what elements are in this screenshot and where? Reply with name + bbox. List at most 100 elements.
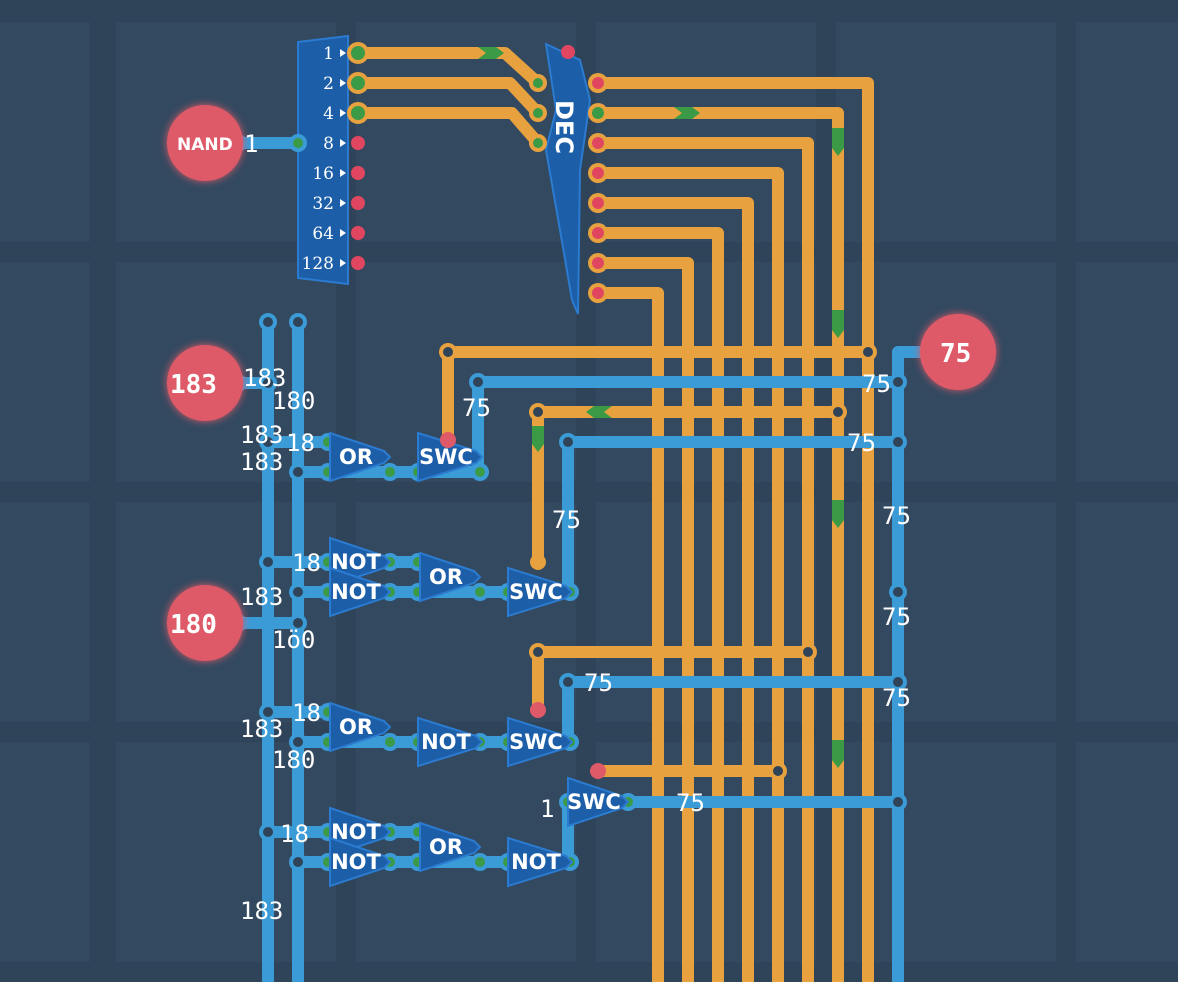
wire-label-183: 183 xyxy=(240,421,283,449)
gate-label: SWC xyxy=(509,580,563,604)
wire-label-75: 75 xyxy=(676,789,705,817)
wire-dec-out5[interactable] xyxy=(598,227,724,982)
gate-body[interactable] xyxy=(417,716,484,768)
decoder-output-core xyxy=(592,167,604,179)
wire-swc2-out[interactable] xyxy=(562,436,898,592)
input-180-body[interactable] xyxy=(167,585,243,661)
splitter-output-pin[interactable] xyxy=(347,42,369,64)
wire-value-labels: 183 180 183 183 18 75 75 75 75 75 18 183… xyxy=(240,364,911,925)
flow-marker xyxy=(832,500,844,528)
node-hole xyxy=(893,377,903,387)
nand-input[interactable] xyxy=(167,105,243,181)
io-layer: NAND 1 183 180 75 xyxy=(167,105,996,661)
flow-marker xyxy=(832,740,844,768)
splitter-output-pin[interactable] xyxy=(347,102,369,124)
wire-swc3-out[interactable] xyxy=(562,676,898,742)
flow-marker xyxy=(674,107,700,119)
decoder-output-core xyxy=(592,257,604,269)
logic-gate-not[interactable]: NOT xyxy=(329,566,392,618)
nand-input-body[interactable] xyxy=(167,105,243,181)
wire-dec-out0[interactable] xyxy=(598,77,874,982)
output-75-body[interactable] xyxy=(920,314,996,390)
pin-arrow-icon xyxy=(340,229,346,237)
gate-label: NOT xyxy=(331,820,381,844)
swc-control-pin[interactable] xyxy=(530,702,546,718)
wire-bit4[interactable] xyxy=(358,107,543,147)
gate-pin-core xyxy=(475,587,485,597)
gate-body[interactable] xyxy=(507,566,574,618)
logic-gate-or[interactable]: OR xyxy=(329,431,392,483)
logic-gate-swc[interactable]: SWC xyxy=(507,716,574,768)
byte-splitter-body[interactable] xyxy=(297,34,349,286)
gate-pin-core xyxy=(533,138,543,148)
wire-dec-out4[interactable] xyxy=(598,197,754,982)
logic-gate-not[interactable]: NOT xyxy=(329,836,392,888)
gate-body[interactable] xyxy=(507,836,574,888)
node-hole xyxy=(893,797,903,807)
gates-layer: OR SWC NOT NOT OR SWC OR NOT SWC SWC NOT NOT OR NOT xyxy=(329,431,630,888)
gate-label: NOT xyxy=(331,550,381,574)
gate-label: NOT xyxy=(331,580,381,604)
wire-label-75: 75 xyxy=(462,394,491,422)
splitter-output-pin[interactable] xyxy=(351,166,365,180)
node-hole xyxy=(293,587,303,597)
logic-gate-or[interactable]: OR xyxy=(419,821,482,873)
swc-control-pin[interactable] xyxy=(530,554,546,570)
gate-body[interactable] xyxy=(329,836,392,888)
wire-label-183: 183 xyxy=(240,448,283,476)
logic-gate-swc[interactable]: SWC xyxy=(567,776,630,828)
wire-bit2[interactable] xyxy=(358,77,543,118)
gate-body[interactable] xyxy=(567,776,630,828)
wire-label-75: 75 xyxy=(882,502,911,530)
flow-marker xyxy=(832,310,844,338)
gate-pin-core xyxy=(385,737,395,747)
splitter-output-pin[interactable] xyxy=(351,136,365,150)
gate-body[interactable] xyxy=(419,821,482,873)
logic-gate-or[interactable]: OR xyxy=(329,701,392,753)
gate-body[interactable] xyxy=(329,701,392,753)
gate-body[interactable] xyxy=(507,716,574,768)
splitter-output-pin[interactable] xyxy=(347,72,369,94)
logic-gate-swc[interactable]: SWC xyxy=(507,566,574,618)
wire-dec-out6[interactable] xyxy=(598,257,694,982)
logic-gate-not[interactable]: NOT xyxy=(417,716,484,768)
wire-dec-out1[interactable] xyxy=(598,107,844,982)
logic-gate-or[interactable]: OR xyxy=(419,551,482,603)
decoder-enable-pin[interactable] xyxy=(561,45,575,59)
decoder-body[interactable] xyxy=(544,42,592,315)
logic-gate-swc[interactable]: SWC xyxy=(417,431,484,483)
swc-control-pin[interactable] xyxy=(440,432,456,448)
gate-body[interactable] xyxy=(329,431,392,483)
gate-body[interactable] xyxy=(417,431,484,483)
wire-dec-out3[interactable] xyxy=(598,167,784,982)
splitter-output-pin[interactable] xyxy=(351,196,365,210)
splitter-pin-label: 32 xyxy=(312,194,334,214)
gate-label: NOT xyxy=(331,850,381,874)
flow-marker xyxy=(532,426,544,452)
wire-label-75: 75 xyxy=(882,603,911,631)
decoder[interactable]: DEC xyxy=(544,42,592,315)
input-183-body[interactable] xyxy=(167,345,243,421)
node-hole xyxy=(863,347,873,357)
pin-arrow-icon xyxy=(340,139,346,147)
wire-out-bus[interactable] xyxy=(892,346,928,982)
wire-dec-out2[interactable] xyxy=(598,137,814,982)
swc-control-pin[interactable] xyxy=(590,763,606,779)
input-183[interactable] xyxy=(167,345,243,421)
splitter-output-pin[interactable] xyxy=(351,256,365,270)
splitter-output-pin[interactable] xyxy=(351,226,365,240)
input-180[interactable] xyxy=(167,585,243,661)
wire-bit1[interactable] xyxy=(358,47,543,88)
pin-arrow-icon xyxy=(340,259,346,267)
gate-label: NOT xyxy=(421,730,471,754)
gate-body[interactable] xyxy=(419,551,482,603)
gate-pin-core xyxy=(533,108,543,118)
output-75[interactable] xyxy=(920,314,996,390)
gate-body[interactable] xyxy=(329,566,392,618)
gate-pin-core xyxy=(293,138,303,148)
wire-dec-out7[interactable] xyxy=(598,287,664,982)
node-hole xyxy=(293,618,303,628)
gate-pin-core xyxy=(385,467,395,477)
logic-gate-not[interactable]: NOT xyxy=(507,836,574,888)
